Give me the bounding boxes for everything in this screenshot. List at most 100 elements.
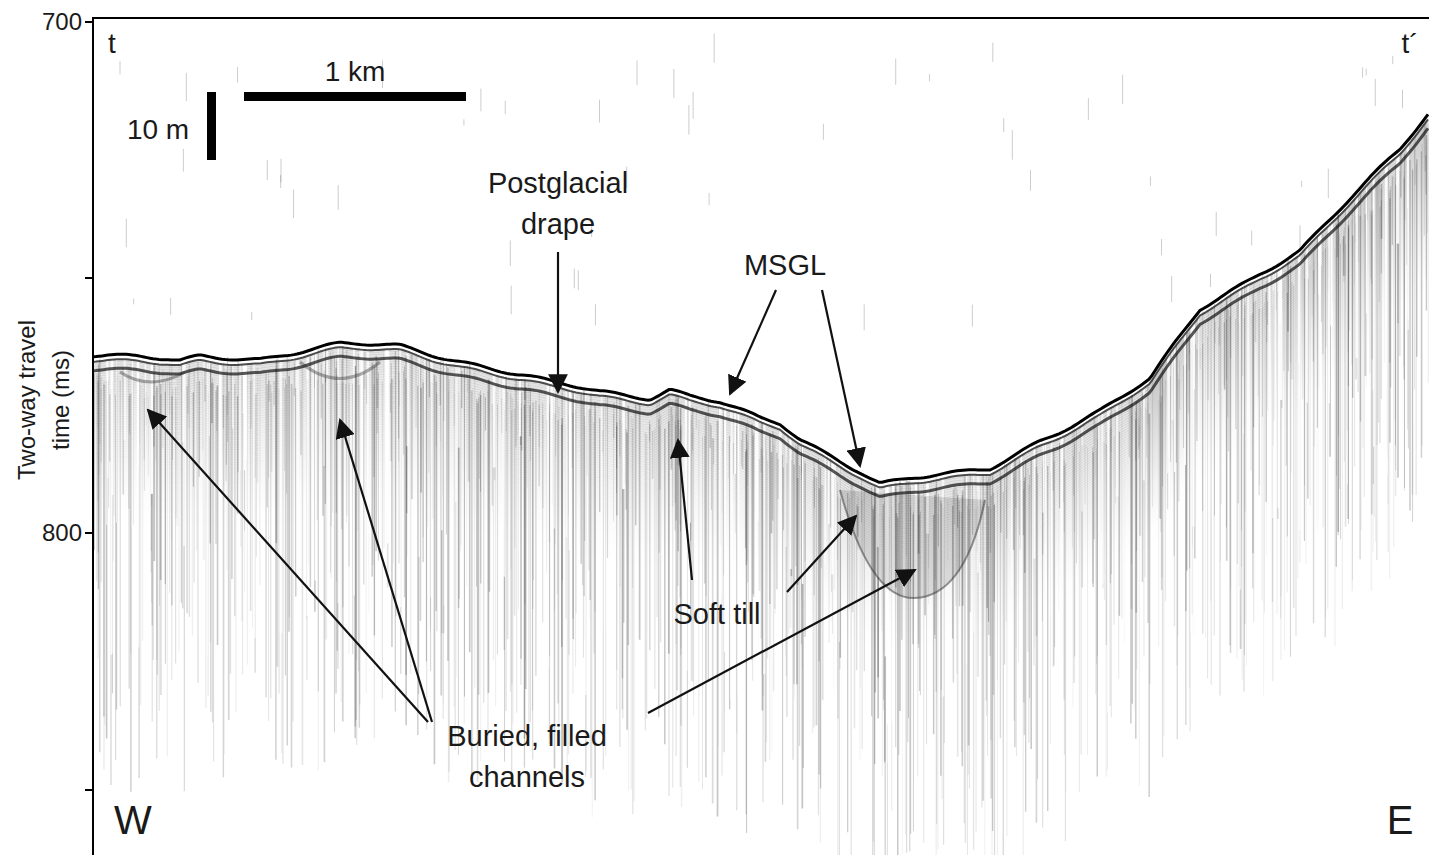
noise-speck <box>1150 176 1151 186</box>
noise-streak <box>1152 378 1153 508</box>
noise-streak <box>453 393 454 707</box>
noise-streak <box>485 397 486 430</box>
noise-streak <box>315 344 317 580</box>
noise-streak <box>1159 394 1161 517</box>
noise-streak <box>773 445 774 691</box>
noise-streak <box>1278 257 1280 508</box>
noise-speck <box>511 286 512 315</box>
noise-streak <box>1224 308 1225 389</box>
noise-streak <box>116 352 117 523</box>
axis-title: Two-way travel time (ms) <box>10 298 78 503</box>
noise-streak <box>1241 294 1242 567</box>
noise-speck <box>972 305 973 327</box>
noise-streak <box>1274 259 1276 451</box>
noise-streak <box>574 382 575 690</box>
noise-streak <box>708 402 709 681</box>
noise-streak <box>569 382 571 551</box>
buried-channel <box>120 362 380 382</box>
noise-streak <box>1313 250 1314 362</box>
noise-streak <box>542 403 543 622</box>
noise-streak <box>1165 380 1166 601</box>
leader-line <box>787 516 856 592</box>
noise-streak <box>507 392 509 639</box>
noise-speck <box>505 101 506 115</box>
noise-streak <box>1188 333 1189 413</box>
noise-streak <box>1214 304 1215 516</box>
noise-streak <box>210 368 212 643</box>
noise-streak <box>277 356 279 666</box>
noise-streak <box>530 390 531 461</box>
noise-streak <box>1176 350 1177 664</box>
noise-streak <box>1006 466 1008 836</box>
noise-streak <box>1149 414 1150 684</box>
leader-line <box>822 290 860 466</box>
noise-streak <box>619 394 620 747</box>
noise-streak <box>986 504 987 716</box>
noise-streak <box>219 352 222 607</box>
noise-streak <box>777 459 779 499</box>
noise-streak <box>193 392 194 486</box>
noise-streak <box>1404 155 1405 220</box>
noise-streak <box>1406 135 1409 330</box>
noise-streak <box>317 379 318 520</box>
noise-streak <box>1139 401 1140 786</box>
noise-streak <box>649 420 650 441</box>
noise-streak <box>524 390 525 768</box>
noise-streak <box>748 423 749 612</box>
noise-streak <box>1202 311 1203 510</box>
noise-streak <box>734 404 736 474</box>
noise-streak <box>987 481 988 756</box>
noise-streak <box>528 383 529 738</box>
noise-speck <box>578 270 579 290</box>
noise-streak <box>1323 252 1324 528</box>
noise-streak <box>1239 280 1241 590</box>
noise-streak <box>988 477 989 635</box>
noise-streak <box>1265 295 1266 318</box>
noise-streak <box>434 375 436 764</box>
noise-streak <box>1134 408 1135 711</box>
noise-speck <box>1216 212 1217 236</box>
noise-streak <box>209 351 210 436</box>
noise-streak <box>706 419 707 595</box>
noise-streak <box>94 374 95 551</box>
noise-streak <box>477 401 478 729</box>
noise-streak <box>1373 172 1374 391</box>
noise-streak <box>713 438 714 464</box>
noise-streak <box>1171 344 1173 420</box>
noise-streak <box>804 460 806 561</box>
noise-streak <box>244 352 246 470</box>
noise-streak <box>1247 275 1249 563</box>
noise-streak <box>280 350 283 634</box>
noise-streak <box>1304 254 1305 541</box>
noise-streak <box>153 363 155 561</box>
noise-streak <box>1255 301 1257 342</box>
noise-streak <box>675 421 676 531</box>
noise-streak <box>1092 452 1094 587</box>
noise-streak <box>850 482 852 855</box>
noise-streak <box>516 378 517 713</box>
noise-streak <box>1312 252 1313 317</box>
noise-streak <box>323 343 324 466</box>
noise-streak <box>385 341 388 515</box>
noise-streak <box>692 407 693 681</box>
noise-streak <box>833 452 836 738</box>
noise-streak <box>1246 282 1247 666</box>
noise-streak <box>639 404 641 640</box>
noise-streak <box>391 379 393 647</box>
noise-streak <box>224 368 225 754</box>
noise-streak <box>234 384 235 616</box>
noise-streak <box>235 379 236 712</box>
noise-streak <box>207 351 208 657</box>
noise-streak <box>769 440 770 760</box>
noise-speck <box>673 69 674 98</box>
noise-streak <box>1116 395 1119 497</box>
noise-streak <box>1389 190 1391 363</box>
noise-streak <box>990 508 991 740</box>
noise-streak <box>1264 302 1265 613</box>
noise-streak <box>426 371 427 730</box>
noise-streak <box>1393 175 1394 547</box>
noise-streak <box>1076 429 1077 564</box>
noise-speck <box>1161 239 1162 255</box>
noise-streak <box>1139 402 1140 536</box>
noise-streak <box>348 360 349 654</box>
